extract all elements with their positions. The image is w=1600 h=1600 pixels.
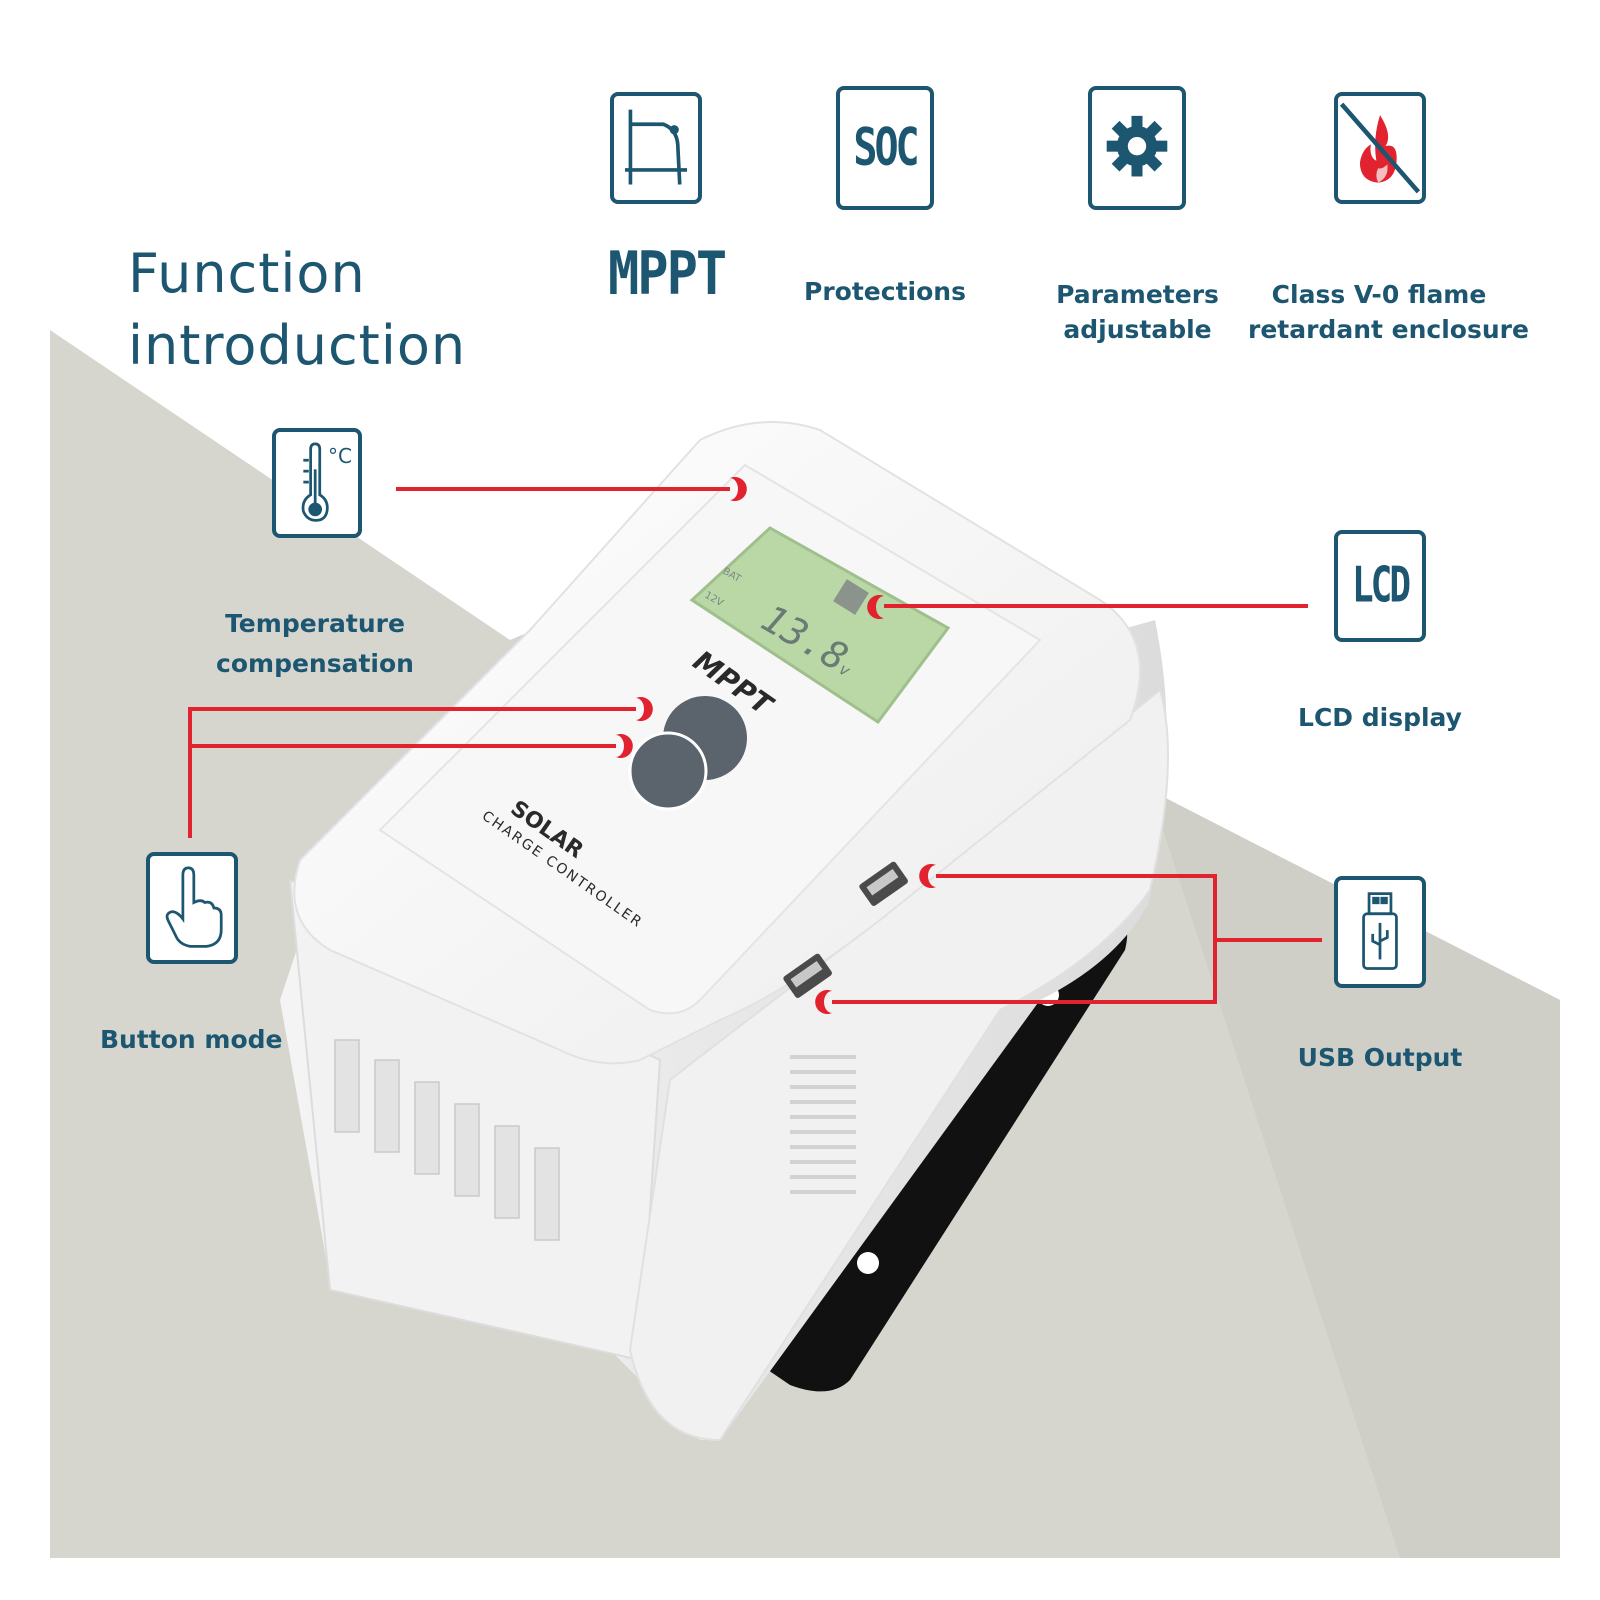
lcd-battery-bars: [833, 579, 869, 615]
temperature-label-line2: compensation: [216, 649, 414, 678]
backdrop-light-plane: [1150, 790, 1560, 1558]
temperature-label: Temperature compensation: [210, 604, 420, 684]
thermometer-icon: °C: [272, 428, 362, 538]
bracket-hole: [857, 1252, 879, 1274]
flame-label-line2: retardant enclosure: [1248, 315, 1529, 344]
temperature-label-line1: Temperature: [225, 609, 405, 638]
parameters-label-line1: Parameters: [1056, 280, 1219, 309]
no-flame-icon: [1334, 92, 1426, 204]
usb-output-label: USB Output: [1297, 1043, 1463, 1072]
down-button[interactable]: [628, 731, 708, 811]
gear-icon: [1088, 86, 1186, 210]
heading-line-1: Function: [128, 242, 366, 305]
parameters-label-line2: adjustable: [1063, 315, 1212, 344]
flame-label: Class V-0 flame retardant enclosure: [1248, 277, 1529, 347]
protections-label: Protections: [804, 277, 966, 306]
lcd-icon-text: LCD: [1351, 558, 1411, 614]
usb-port-bottom: [783, 953, 832, 998]
cooling-fins: [334, 1039, 560, 1241]
finger-press-icon: [146, 852, 238, 964]
flame-label-line1: Class V-0 flame: [1271, 280, 1487, 309]
button-mode-label: Button mode: [100, 1025, 283, 1054]
lcd-label: LCD display: [1298, 703, 1462, 732]
parameters-label: Parameters adjustable: [1040, 277, 1235, 347]
mppt-curve-icon: [610, 92, 702, 204]
usb-drive-icon: [1334, 876, 1426, 988]
soc-icon: SOC: [836, 86, 934, 210]
usb-port-top: [859, 861, 908, 906]
mppt-feature-label: MPPT: [608, 240, 727, 309]
vent-grille: [790, 1055, 856, 1194]
mounting-bracket: [768, 900, 1128, 1392]
soc-icon-text: SOC: [853, 118, 919, 178]
callout-markers: [616, 477, 936, 1014]
heading-line-2: introduction: [128, 314, 467, 377]
callout-lines: [188, 487, 1322, 1004]
lcd-icon: LCD: [1334, 530, 1426, 642]
lcd-screen: [689, 526, 951, 725]
page-heading: Function introduction: [128, 238, 466, 382]
thermometer-icon-text: °C: [328, 444, 352, 468]
